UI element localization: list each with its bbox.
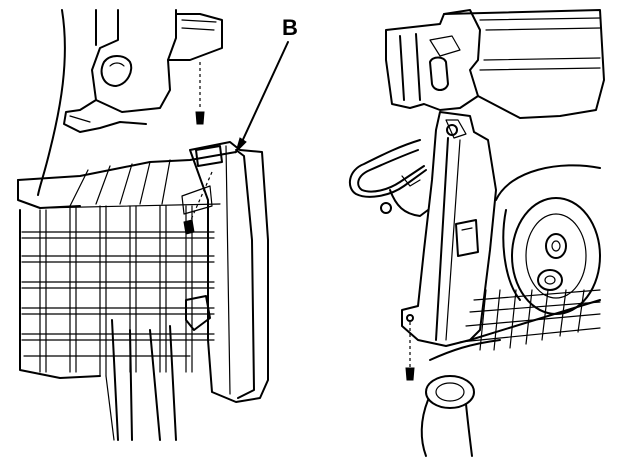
right-assembly-illustration <box>348 9 605 457</box>
front-cover-plate <box>181 141 269 403</box>
screw-icon <box>405 367 415 381</box>
blower-housing <box>17 151 237 441</box>
screw-icon <box>183 219 195 235</box>
left-assembly-illustration: B <box>17 9 298 441</box>
refrigerant-lines <box>348 139 429 217</box>
drain-hose <box>420 375 475 457</box>
evaporator-panel <box>401 111 497 347</box>
callout-b: B <box>234 15 298 154</box>
lower-housing-grid <box>429 289 601 361</box>
actuator-bracket <box>63 9 223 133</box>
blower-motor <box>495 164 601 315</box>
screw-icon <box>195 111 205 125</box>
callout-b-label: B <box>282 15 298 40</box>
arrowhead-icon <box>234 137 247 154</box>
mount-bracket <box>385 9 605 119</box>
